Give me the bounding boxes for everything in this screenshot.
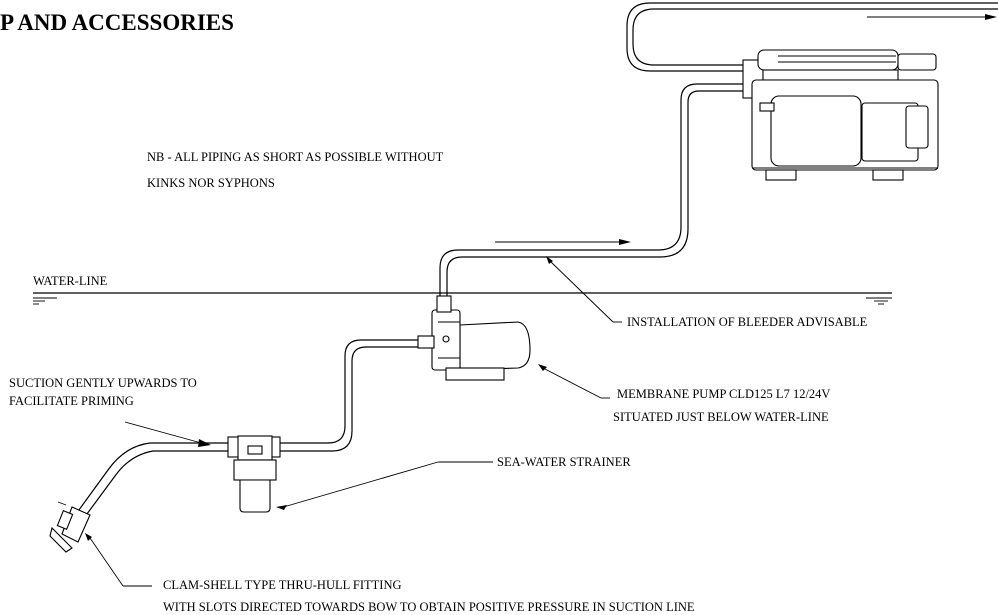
thruhull-callout: CLAM-SHELL TYPE THRU-HULL FITTING WITH S… (85, 533, 695, 614)
pump-callout: MEMBRANE PUMP CLD125 L7 12/24V SITUATED … (538, 364, 830, 424)
pump-label-line-2: SITUATED JUST BELOW WATER-LINE (613, 410, 829, 424)
riser-pipe (439, 83, 745, 300)
thruhull-label-line-1: CLAM-SHELL TYPE THRU-HULL FITTING (163, 578, 402, 592)
water-line-label: WATER-LINE (33, 274, 108, 288)
membrane-pump (417, 295, 531, 381)
strainer-callout: SEA-WATER STRAINER (276, 455, 631, 510)
bleeder-label: INSTALLATION OF BLEEDER ADVISABLE (627, 315, 868, 329)
watermaker-unit (742, 49, 939, 181)
outlet-pipe (626, 2, 998, 72)
water-level-symbol-right (866, 297, 892, 305)
bleeder-callout: INSTALLATION OF BLEEDER ADVISABLE (546, 256, 868, 329)
thruhull-label-line-2: WITH SLOTS DIRECTED TOWARDS BOW TO OBTAI… (163, 600, 695, 614)
thru-hull-fitting (49, 501, 91, 553)
suction-pipe (75, 421, 230, 519)
nb-note-line-1: NB - ALL PIPING AS SHORT AS POSSIBLE WIT… (147, 150, 444, 164)
nb-note-line-2: KINKS NOR SYPHONS (147, 176, 275, 190)
strainer-label: SEA-WATER STRAINER (497, 455, 631, 469)
water-line: WATER-LINE (33, 274, 892, 305)
water-level-symbol-left (33, 297, 57, 305)
sea-water-strainer (227, 435, 281, 513)
strainer-to-pump-pipe (278, 339, 418, 452)
suction-label-line-2: FACILITATE PRIMING (9, 394, 134, 408)
diagram-title: P AND ACCESSORIES (0, 10, 234, 35)
pump-label-line-1: MEMBRANE PUMP CLD125 L7 12/24V (617, 387, 830, 401)
suction-label-line-1: SUCTION GENTLY UPWARDS TO (9, 376, 197, 390)
